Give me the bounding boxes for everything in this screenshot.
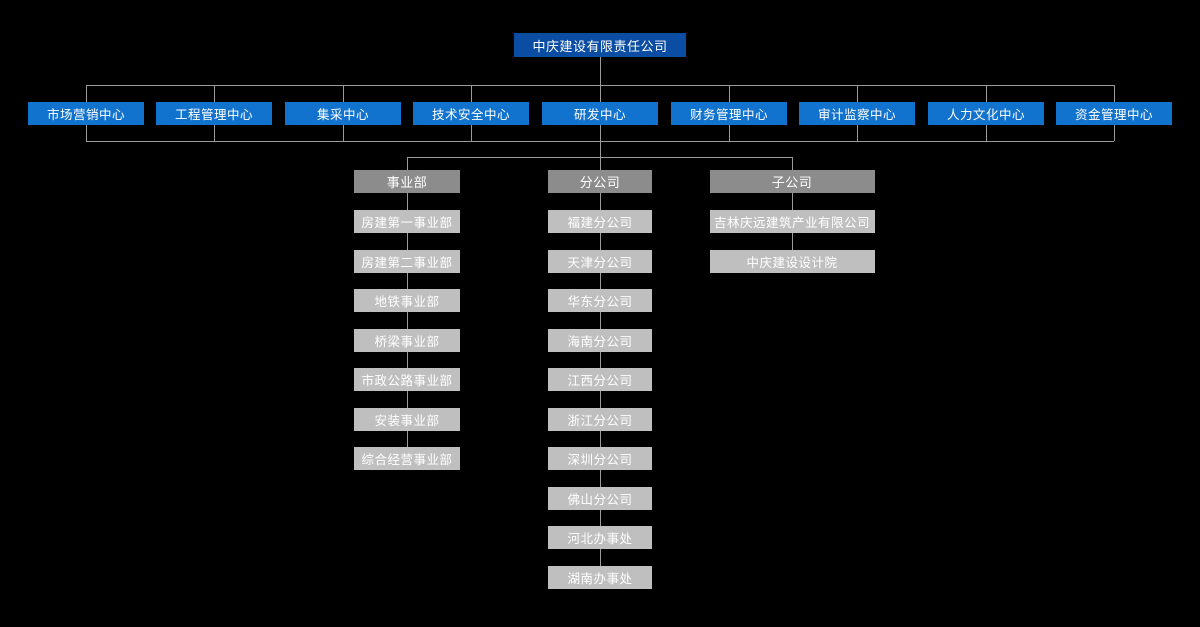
connector-line <box>600 510 601 526</box>
connector-line <box>857 85 858 102</box>
connector-line <box>600 125 601 141</box>
connector-line <box>600 391 601 408</box>
connector-line <box>1114 125 1115 141</box>
leaf-node-1-3[interactable]: 地铁事业部 <box>354 289 460 312</box>
center-node-8[interactable]: 人力文化中心 <box>928 102 1044 125</box>
connector-line <box>792 157 793 170</box>
connector-line <box>1114 85 1115 102</box>
leaf-node-1-6[interactable]: 安装事业部 <box>354 408 460 431</box>
connector-line <box>600 312 601 329</box>
connector-line <box>86 85 87 102</box>
leaf-node-3-2[interactable]: 中庆建设设计院 <box>709 250 875 273</box>
center-node-6[interactable]: 财务管理中心 <box>671 102 787 125</box>
leaf-node-3-1[interactable]: 吉林庆远建筑产业有限公司 <box>709 210 875 233</box>
connector-line <box>86 125 87 141</box>
connector-line <box>407 157 408 170</box>
connector-line <box>600 57 601 85</box>
connector-line <box>600 470 601 487</box>
connector-line <box>729 85 730 102</box>
center-node-4[interactable]: 技术安全中心 <box>413 102 529 125</box>
center-node-2[interactable]: 工程管理中心 <box>156 102 272 125</box>
connector-line <box>407 157 792 158</box>
connector-line <box>857 125 858 141</box>
leaf-node-2-7[interactable]: 深圳分公司 <box>548 447 652 470</box>
leaf-node-2-5[interactable]: 江西分公司 <box>548 368 652 391</box>
center-node-5[interactable]: 研发中心 <box>542 102 658 125</box>
connector-line <box>986 85 987 102</box>
connector-line <box>407 312 408 329</box>
leaf-node-2-9[interactable]: 河北办事处 <box>548 526 652 549</box>
connector-line <box>600 352 601 368</box>
connector-line <box>343 85 344 102</box>
connector-line <box>214 125 215 141</box>
leaf-node-2-8[interactable]: 佛山分公司 <box>548 487 652 510</box>
connector-line <box>986 125 987 141</box>
connector-line <box>600 273 601 289</box>
connector-line <box>407 391 408 408</box>
center-node-7[interactable]: 审计监察中心 <box>799 102 915 125</box>
connector-line <box>407 193 408 210</box>
connector-line <box>407 431 408 447</box>
connector-line <box>600 193 601 210</box>
leaf-node-1-4[interactable]: 桥梁事业部 <box>354 329 460 352</box>
group-header-1[interactable]: 事业部 <box>354 170 460 193</box>
connector-line <box>600 157 601 170</box>
leaf-node-1-7[interactable]: 综合经营事业部 <box>354 447 460 470</box>
connector-line <box>729 125 730 141</box>
leaf-node-2-1[interactable]: 福建分公司 <box>548 210 652 233</box>
connector-line <box>600 141 601 157</box>
connector-line <box>471 85 472 102</box>
connector-line <box>792 233 793 250</box>
leaf-node-1-2[interactable]: 房建第二事业部 <box>354 250 460 273</box>
connector-line <box>600 431 601 447</box>
leaf-node-2-4[interactable]: 海南分公司 <box>548 329 652 352</box>
connector-line <box>214 85 215 102</box>
group-header-3[interactable]: 子公司 <box>709 170 875 193</box>
connector-line <box>343 125 344 141</box>
connector-line <box>600 85 601 102</box>
leaf-node-1-1[interactable]: 房建第一事业部 <box>354 210 460 233</box>
root-node[interactable]: 中庆建设有限责任公司 <box>514 33 686 57</box>
center-node-3[interactable]: 集采中心 <box>285 102 401 125</box>
group-header-2[interactable]: 分公司 <box>548 170 652 193</box>
leaf-node-2-2[interactable]: 天津分公司 <box>548 250 652 273</box>
connector-line <box>600 549 601 566</box>
leaf-node-1-5[interactable]: 市政公路事业部 <box>354 368 460 391</box>
connector-line <box>407 352 408 368</box>
connector-line <box>407 273 408 289</box>
connector-line <box>600 233 601 250</box>
leaf-node-2-10[interactable]: 湖南办事处 <box>548 566 652 589</box>
connector-line <box>792 193 793 210</box>
leaf-node-2-6[interactable]: 浙江分公司 <box>548 408 652 431</box>
connector-line <box>471 125 472 141</box>
leaf-node-2-3[interactable]: 华东分公司 <box>548 289 652 312</box>
center-node-9[interactable]: 资金管理中心 <box>1056 102 1172 125</box>
center-node-1[interactable]: 市场营销中心 <box>28 102 144 125</box>
connector-line <box>407 233 408 250</box>
